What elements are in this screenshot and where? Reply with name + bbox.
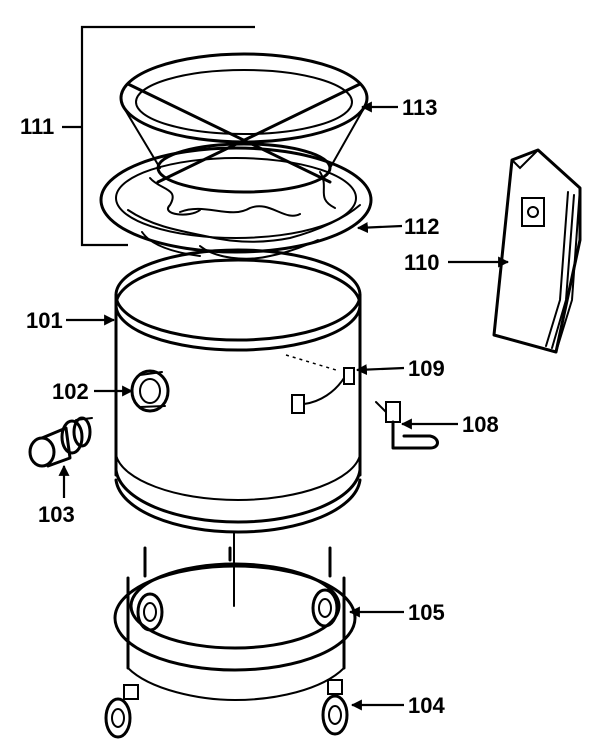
callout-101: 101 <box>26 308 63 333</box>
leader-arrows <box>58 101 510 711</box>
callout-105: 105 <box>408 600 445 625</box>
callout-110: 110 <box>404 250 440 275</box>
assembly-bracket-111 <box>62 25 255 247</box>
callout-103: 103 <box>38 502 75 527</box>
hose-adapter-103 <box>28 416 93 468</box>
latch-clip-108 <box>375 401 439 450</box>
callout-102: 102 <box>52 379 89 404</box>
callout-112: 112 <box>404 214 440 239</box>
paper-bag-110 <box>492 148 582 354</box>
callout-113: 113 <box>402 95 438 120</box>
latch-bracket-109 <box>285 354 355 414</box>
drum-tank-101 <box>114 248 362 534</box>
inlet-port-102 <box>130 369 170 413</box>
callout-108: 108 <box>462 412 499 437</box>
callout-109: 109 <box>408 356 445 381</box>
callout-111: 111 <box>20 114 54 139</box>
cloth-filter-112 <box>99 146 373 260</box>
filter-cage-113 <box>119 52 369 194</box>
callout-104: 104 <box>408 693 445 718</box>
casters-104 <box>104 588 349 739</box>
dolly-base-105 <box>113 531 357 702</box>
